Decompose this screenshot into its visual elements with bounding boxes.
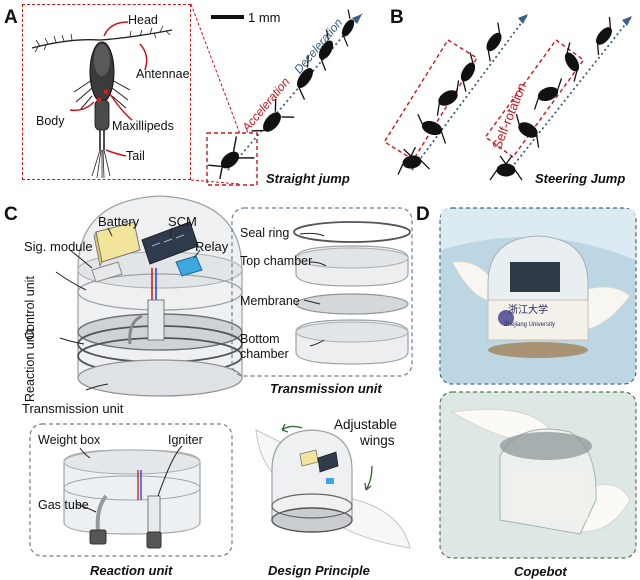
jump-silhouettes-b (397, 17, 612, 181)
label-bottom-line2: chamber (240, 347, 289, 361)
label-wings: wings (360, 433, 395, 448)
label-bottom-line1: Bottom (240, 332, 280, 346)
caption-straight-jump: Straight jump (266, 171, 350, 186)
copepod-photo-box (22, 4, 191, 180)
label-body: Body (36, 114, 65, 128)
robot-cutaway-render (77, 195, 243, 397)
trajectory-arrow-a (227, 13, 363, 171)
wing-pointer-arrows (281, 423, 373, 491)
panel-letter-a: A (4, 7, 18, 28)
label-seal-ring: Seal ring (240, 226, 290, 240)
pointer-lines-c (55, 227, 201, 391)
label-relay: Relay (195, 239, 229, 254)
panel-letter-c: C (4, 204, 18, 225)
caption-steering-jump: Steering Jump (535, 171, 626, 186)
label-head: Head (128, 13, 158, 27)
label-reaction-unit: Reaction unit (23, 329, 37, 402)
design-principle-render (255, 429, 411, 549)
reaction-unit-render (63, 449, 201, 549)
panel-letter-d: D (416, 204, 430, 225)
label-scm: SCM (168, 214, 197, 229)
zoom-line-top (190, 3, 241, 135)
start-pose-box (206, 132, 258, 186)
pointer-lines-reaction (75, 445, 183, 513)
panel-letter-b: B (390, 7, 404, 28)
transmission-exploded-render (293, 221, 411, 365)
label-battery: Battery (98, 214, 140, 229)
copebot-photo-bottom (441, 393, 635, 557)
caption-reaction-unit: Reaction unit (90, 563, 173, 578)
self-rotation-box-right (484, 39, 585, 159)
jump-silhouettes-a (208, 9, 355, 180)
label-tail: Tail (126, 149, 145, 163)
copepod-photo (31, 25, 173, 179)
reaction-unit-box (29, 423, 233, 557)
caption-design-principle: Design Principle (268, 563, 370, 578)
label-gas-tube: Gas tube (38, 498, 89, 512)
caption-transmission-unit: Transmission unit (270, 381, 382, 396)
label-antennae: Antennae (136, 67, 190, 81)
transmission-unit-box (231, 207, 413, 377)
label-arrows-a (69, 21, 148, 157)
photo-badge-sub: Zhejiang University (504, 322, 556, 328)
photo-badge-text: 浙江大学 (508, 305, 548, 316)
label-top-chamber: Top chamber (240, 254, 313, 268)
label-weight-box: Weight box (38, 433, 101, 447)
trajectory-arrow-b-right (504, 15, 633, 177)
copebot-photo-top (441, 209, 635, 383)
label-sig-module: Sig. module (24, 239, 93, 254)
caption-copebot: Copebot (514, 564, 567, 579)
label-igniter: Igniter (168, 433, 203, 447)
scale-bar (211, 15, 244, 19)
trajectory-arrowhead-b-left (518, 14, 528, 24)
label-transmission-unit: Transmission unit (22, 401, 124, 416)
scale-bar-label: 1 mm (248, 10, 281, 25)
label-adjustable: Adjustable (334, 417, 398, 432)
self-rotation-box-left (383, 39, 478, 161)
trajectory-arrowhead-a (352, 14, 362, 24)
label-membrane: Membrane (240, 294, 300, 308)
zoom-line-bottom (190, 179, 241, 185)
label-maxillipeds: Maxillipeds (112, 119, 174, 133)
trajectory-arrowhead-b-right (622, 16, 632, 26)
pointer-lines-transmission (299, 232, 327, 347)
